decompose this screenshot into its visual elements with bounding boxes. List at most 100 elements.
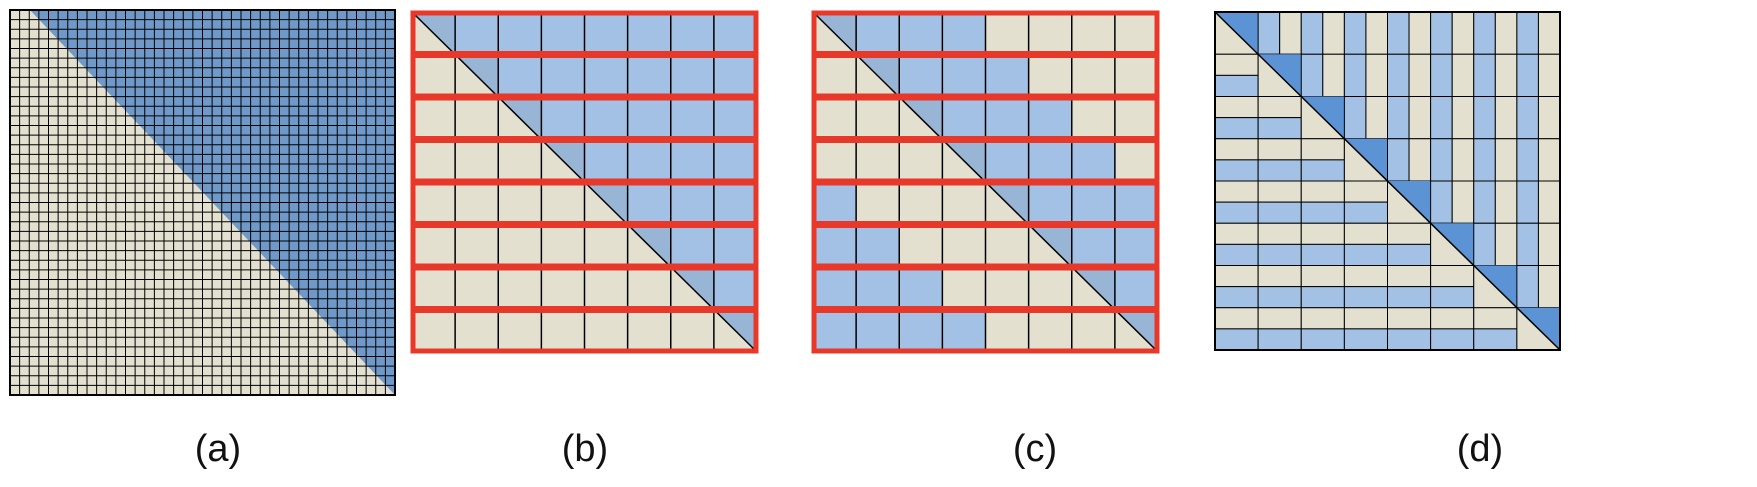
upper-strip-blue [1516,138,1539,182]
lower-slab-blue [1387,286,1432,309]
upper-strip-beige [1537,53,1561,97]
row-partitioned-matrix-b [410,10,759,354]
upper-strip-beige [1408,11,1432,55]
upper-strip-beige [1322,53,1345,97]
caption-a: (a) [194,428,242,470]
blue-cell [713,97,757,140]
blue-cell [627,97,671,140]
blue-cell [713,139,757,182]
caption-b: (b) [561,428,609,470]
blue-cell [670,139,714,182]
blue-cell [985,97,1029,140]
blue-cell [670,54,714,97]
lower-slab-blue [1257,243,1302,266]
lower-slab-beige [1214,307,1259,330]
panel-d [1214,11,1561,351]
upper-strip-beige [1451,53,1475,97]
upper-strip-beige [1537,11,1561,55]
blue-cell [899,54,943,97]
upper-strip-blue [1430,11,1453,55]
lower-slab-beige [1300,180,1345,203]
blue-cell [1114,267,1158,310]
lower-slab-blue [1343,201,1388,224]
blue-cell [899,12,943,55]
blue-cell [813,267,857,310]
blue-cell [627,182,671,225]
upper-strip-beige [1494,53,1518,97]
lower-slab-blue [1257,159,1302,182]
lower-slab-beige [1300,307,1345,330]
blue-cell [985,139,1029,182]
upper-strip-blue [1473,11,1496,55]
lower-slab-beige [1257,307,1302,330]
lower-slab-blue [1343,286,1388,309]
lower-slab-blue [1214,159,1259,182]
blue-cell [856,309,900,352]
upper-strip-beige [1494,11,1518,55]
upper-strip-beige [1408,96,1432,140]
lower-slab-blue [1300,328,1345,351]
lower-slab-blue [1300,159,1345,182]
blue-cell [584,54,628,97]
lower-slab-beige [1473,307,1518,330]
blue-cell [713,54,757,97]
lower-slab-beige [1387,222,1432,245]
upper-strip-blue [1387,53,1410,97]
upper-strip-blue [1473,138,1496,182]
lower-slab-beige [1430,265,1475,288]
upper-strip-beige [1451,180,1475,224]
upper-strip-beige [1537,96,1561,140]
upper-strip-blue [1473,222,1496,266]
upper-strip-beige [1408,53,1432,97]
matrix-border [9,9,396,396]
upper-strip-beige [1494,138,1518,182]
upper-strip-beige [1279,11,1302,55]
lower-slab-blue [1214,243,1259,266]
upper-strip-blue [1516,180,1539,224]
upper-strip-blue [1430,180,1453,224]
upper-strip-blue [1387,11,1410,55]
blue-cell [1028,182,1072,225]
blue-cell [498,54,542,97]
blue-cell [713,12,757,55]
lower-slab-beige [1300,138,1345,161]
diagonal-line [1214,11,1561,351]
upper-strip-blue [1516,96,1539,140]
blue-cell [670,97,714,140]
blue-cell [584,97,628,140]
blue-cell [1071,182,1115,225]
lower-slab-beige [1343,180,1388,203]
blue-cell [1028,97,1072,140]
blue-cell [985,54,1029,97]
upper-strip-blue [1430,96,1453,140]
upper-strip-blue [1300,11,1324,55]
lower-slab-beige [1214,96,1259,119]
lower-slab-beige [1214,222,1259,245]
lower-slab-blue [1300,243,1345,266]
lower-slab-blue [1257,286,1302,309]
blue-cell [813,224,857,267]
matrix-border [1214,11,1561,351]
blue-cell [942,54,986,97]
lower-slab-beige [1300,265,1345,288]
upper-strip-blue [1516,265,1539,309]
upper-strip-blue [1343,96,1367,140]
blue-cell [627,12,671,55]
upper-strip-blue [1516,53,1539,97]
lower-slab-beige [1343,265,1388,288]
caption-c: (c) [1012,428,1058,470]
blue-cell [1114,182,1158,225]
lower-slab-beige [1257,138,1302,161]
upper-strip-beige [1451,11,1475,55]
lower-slab-blue [1257,117,1302,140]
lower-slab-beige [1257,96,1302,119]
lower-slab-beige [1387,307,1432,330]
lower-slab-blue [1300,286,1345,309]
lower-slab-blue [1257,328,1302,351]
lower-slab-beige [1257,180,1302,203]
upper-strip-blue [1387,138,1410,182]
upper-strip-beige [1494,180,1518,224]
blue-cell [670,12,714,55]
lower-slab-blue [1214,117,1259,140]
upper-strip-blue [1387,96,1410,140]
